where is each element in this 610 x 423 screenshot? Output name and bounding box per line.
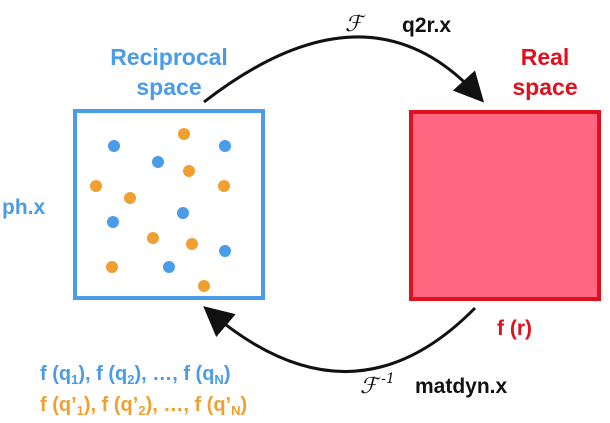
q-functions-label: f (q1), f (q2), …, f (qN) <box>40 363 230 387</box>
qprime-point-dot <box>106 261 118 273</box>
fqp-sub: N <box>231 403 241 418</box>
q-point-dot <box>177 207 189 219</box>
orange-qprime-points <box>90 128 230 292</box>
fq-sub: N <box>214 372 224 387</box>
fqp-sub: 1 <box>76 403 84 418</box>
fq-sub: 2 <box>127 372 135 387</box>
fq-part: f (q <box>40 363 72 385</box>
q-point-dot <box>219 140 231 152</box>
q2r-program-label: q2r.x <box>402 14 452 37</box>
qprime-point-dot <box>124 192 136 204</box>
q-point-dot <box>219 245 231 257</box>
q-point-dot <box>107 216 119 228</box>
q-point-dot <box>152 156 164 168</box>
reciprocal-title-line2: space <box>136 74 202 100</box>
real-title-line1: Real <box>520 44 570 70</box>
fqp-part: ) <box>240 394 248 416</box>
qprime-functions-label: f (q’1), f (q’2), …, f (q’N) <box>40 394 247 418</box>
fq-part: ) <box>223 363 231 385</box>
qprime-point-dot <box>186 238 198 250</box>
matdyn-program-label: matdyn.x <box>415 375 508 398</box>
forward-transform-arrow <box>203 35 485 104</box>
qprime-point-dot <box>90 180 102 192</box>
fqp-part: ), …, f (q’ <box>145 394 232 416</box>
fqp-part: f (q’ <box>40 394 77 416</box>
qprime-point-dot <box>178 128 190 140</box>
inverse-transform-arrow <box>203 306 477 373</box>
inverse-fourier-symbol: ℱ-1 <box>360 371 395 399</box>
qprime-point-dot <box>183 165 195 177</box>
qprime-point-dot <box>147 232 159 244</box>
inverse-exponent: -1 <box>381 371 395 387</box>
inverse-symbol-glyph: ℱ <box>360 374 378 399</box>
qprime-point-dot <box>218 180 230 192</box>
q-point-dot <box>163 261 175 273</box>
real-space-box <box>409 110 601 301</box>
real-function-label: f (r) <box>497 317 532 340</box>
phx-program-label: ph.x <box>2 196 46 219</box>
fq-part: ), …, f (q <box>134 363 215 385</box>
reciprocal-title-line1: Reciprocal <box>110 44 228 70</box>
fq-sub: 1 <box>71 372 79 387</box>
fourier-transform-symbol: ℱ <box>345 12 363 37</box>
q-point-dot <box>108 140 120 152</box>
fqp-part: ), f (q’ <box>83 394 139 416</box>
reciprocal-space-title: Reciprocal space <box>74 42 264 102</box>
real-space-title: Real space <box>470 42 610 102</box>
fqp-sub: 2 <box>138 403 146 418</box>
fq-part: ), f (q <box>78 363 128 385</box>
qprime-point-dot <box>198 280 210 292</box>
real-title-line2: space <box>512 74 578 100</box>
blue-q-points <box>107 140 231 273</box>
